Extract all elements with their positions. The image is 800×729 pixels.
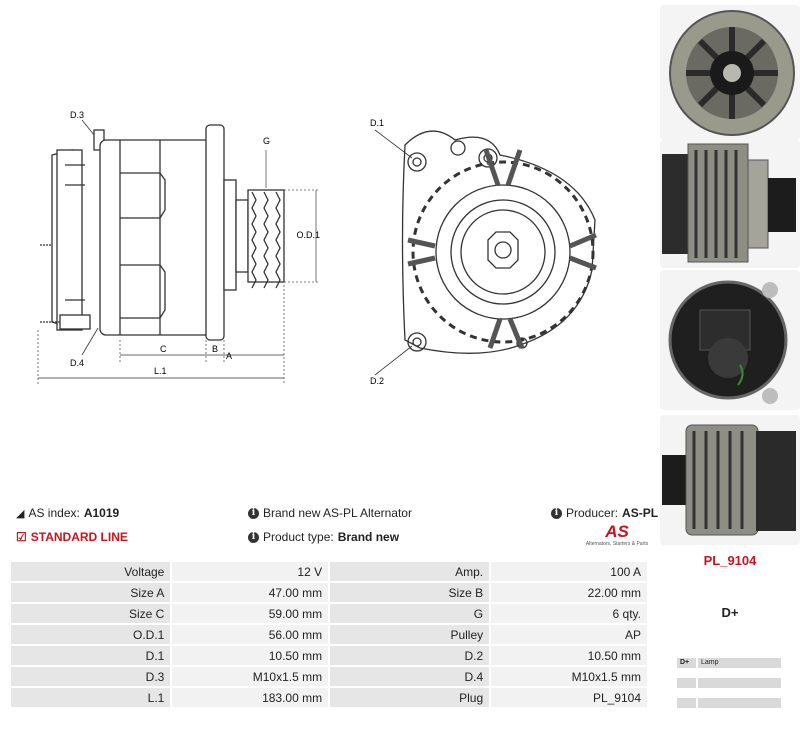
spec-value: PL_9104 [491, 688, 647, 707]
spec-value: 100 A [491, 562, 647, 581]
info-icon: i [551, 507, 562, 519]
spec-label: Size C [11, 604, 171, 623]
label-d4: D.4 [70, 358, 84, 368]
brand-info: i Brand new AS-PL Alternator [248, 506, 412, 520]
spec-label: Size A [11, 583, 171, 602]
spec-label: L.1 [11, 688, 171, 707]
pin-id [677, 678, 696, 688]
spec-value: M10x1.5 mm [491, 667, 647, 686]
label-g: G [263, 136, 270, 146]
spec-label: D.4 [330, 667, 490, 686]
label-b: B [212, 344, 218, 354]
spec-value: 183.00 mm [172, 688, 329, 707]
spec-value: M10x1.5 mm [172, 667, 329, 686]
pin-id [677, 698, 696, 708]
info-icon: i [248, 531, 259, 543]
standard-line: ☑ STANDARD LINE [16, 530, 128, 544]
checkbox-checked-icon: ☑ [16, 530, 27, 544]
tag-icon: ◢ [16, 507, 25, 520]
product-type-value: Brand new [337, 530, 400, 544]
spec-value: 22.00 mm [491, 583, 647, 602]
pin-name [698, 678, 781, 688]
info-icon: i [248, 507, 259, 519]
spec-label: G [330, 604, 490, 623]
spec-label: Pulley [330, 625, 490, 644]
spec-label: D.2 [330, 646, 490, 665]
plug-code: PL_9104 [703, 553, 757, 568]
label-a: A [226, 351, 232, 361]
spec-label: Voltage [11, 562, 171, 581]
spec-label: Size B [330, 583, 490, 602]
spec-value: 12 V [172, 562, 329, 581]
pin-name: Lamp [698, 658, 781, 668]
pin-name [698, 698, 781, 708]
spec-value: 59.00 mm [172, 604, 329, 623]
product-photo-front [660, 5, 800, 140]
spec-value: 6 qty. [491, 604, 647, 623]
spec-label: Amp. [330, 562, 490, 581]
spec-value: 47.00 mm [172, 583, 329, 602]
as-index-value: A1019 [83, 506, 120, 520]
spec-value: 10.50 mm [491, 646, 647, 665]
product-photo-side [660, 140, 800, 268]
product-type: i Product type: Brand new [248, 530, 399, 544]
spec-label: O.D.1 [11, 625, 171, 644]
pin-row [677, 678, 781, 688]
pin-row [677, 698, 781, 708]
product-photo-angle [660, 415, 800, 545]
pin-row: D+Lamp [677, 658, 781, 668]
as-pl-logo: AS Alternators, Starters & Parts [585, 522, 649, 548]
label-d3: D.3 [70, 110, 84, 120]
label-c: C [160, 344, 167, 354]
product-photo-rear [660, 270, 800, 410]
spec-label: Plug [330, 688, 490, 707]
side-view-drawing: D.3 G O.D.1 D.4 C B A L.1 [37, 110, 320, 385]
label-od1: O.D.1 [296, 230, 320, 240]
front-view-drawing: D.1 D.2 [370, 118, 597, 386]
terminal-label: D+ [721, 605, 739, 620]
spec-value: 56.00 mm [172, 625, 329, 644]
label-d2: D.2 [370, 376, 384, 386]
label-d1: D.1 [370, 118, 384, 128]
spec-value: AP [491, 625, 647, 644]
pin-id: D+ [677, 658, 696, 668]
producer-value: AS-PL [622, 506, 659, 520]
spec-label: D.1 [11, 646, 171, 665]
producer: i Producer: AS-PL [551, 506, 658, 520]
spec-label: D.3 [11, 667, 171, 686]
as-index: ◢ AS index: A1019 [16, 506, 120, 520]
spec-value: 10.50 mm [172, 646, 329, 665]
label-l1: L.1 [154, 366, 167, 376]
